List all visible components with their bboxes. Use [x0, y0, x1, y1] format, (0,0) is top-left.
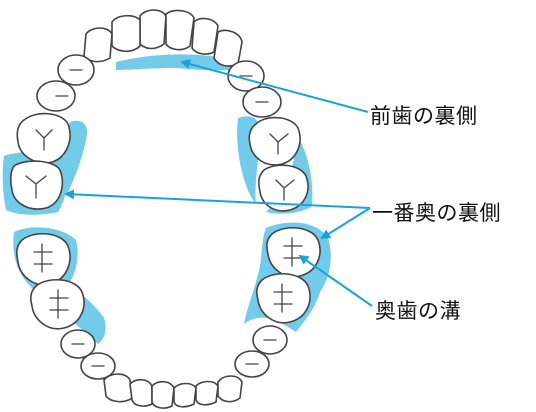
tooth-lower-incisor-4	[196, 382, 218, 405]
tooth-upper-canine-left	[84, 28, 112, 62]
tooth-upper-incisor-3	[112, 16, 140, 52]
tooth-upper-incisor-2	[166, 11, 194, 50]
upper-teeth	[11, 10, 308, 211]
label-rearmost-back: 一番奥の裏側	[372, 197, 501, 227]
tooth-lower-canine-right	[218, 376, 242, 402]
tooth-lower-canine-left	[104, 374, 132, 402]
label-front-teeth-back: 前歯の裏側	[370, 100, 478, 130]
label-molar-grooves: 奥歯の溝	[375, 295, 461, 325]
tooth-lower-incisor-3	[174, 384, 196, 407]
tooth-lower-molar-left-1	[17, 234, 70, 285]
tooth-upper-canine-right	[214, 30, 242, 66]
tooth-lower-incisor-1	[130, 380, 152, 406]
tooth-lower-incisor-2	[152, 382, 174, 408]
tooth-upper-incisor-1	[140, 10, 166, 49]
tooth-upper-incisor-4	[192, 19, 218, 55]
arrow-rearmost-back-left	[66, 194, 370, 208]
tooth-upper-molar-right-1	[249, 118, 300, 165]
lower-teeth	[17, 228, 320, 408]
arrow-rearmost-back-right	[322, 208, 370, 238]
